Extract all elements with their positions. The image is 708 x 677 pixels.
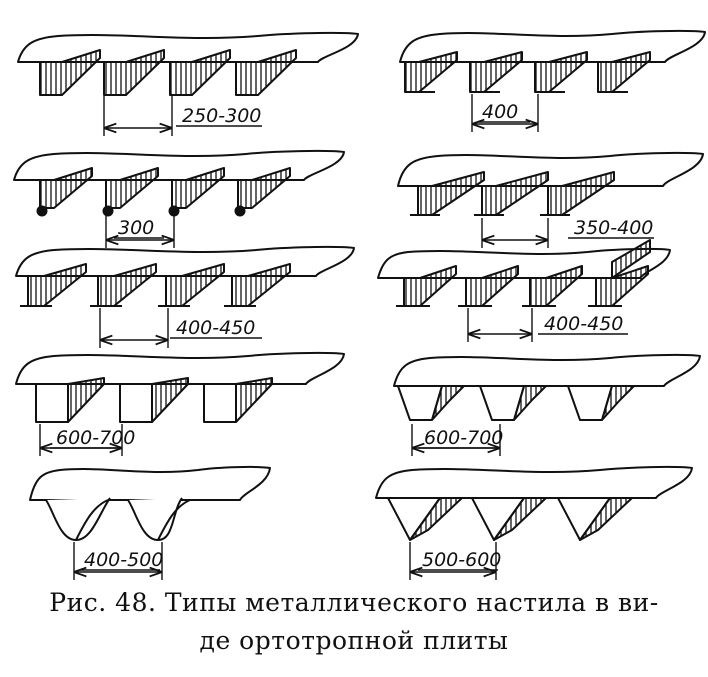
deck-panel-7: 600-700 — [15, 351, 345, 456]
rib-web — [103, 49, 165, 96]
deck-plate — [399, 29, 706, 63]
rib-web — [601, 385, 635, 421]
dimension-label: 600-700 — [424, 427, 503, 449]
dimension-label: 400-450 — [176, 317, 255, 339]
rib-web — [235, 49, 297, 96]
rib-web — [513, 385, 547, 421]
deck-panel-3: 300 — [13, 149, 345, 248]
rib-bulb — [234, 205, 246, 217]
rib-web — [235, 377, 273, 423]
rib-bulb — [102, 205, 114, 217]
deck-panel-8: 600-700 — [393, 353, 701, 456]
rib-bulb — [36, 205, 48, 217]
dimension-label: 500-600 — [422, 549, 501, 571]
dimension-label: 400-500 — [84, 549, 163, 571]
dimension-label: 400 — [482, 101, 518, 123]
dimension-label: 250-300 — [182, 105, 261, 127]
dimension-label: 350-400 — [574, 217, 653, 239]
rib-web — [151, 377, 189, 423]
deck-plate — [397, 151, 704, 187]
rib-web — [39, 49, 101, 96]
deck-panel-6: 400-450 — [377, 239, 671, 342]
figure-caption-line-2: де ортотропной плиты — [199, 626, 509, 655]
rib-web — [169, 49, 231, 96]
rib-web — [67, 377, 105, 423]
deck-panel-5: 400-450 — [15, 245, 355, 348]
figure-caption-line-1: Рис. 48. Типы металлического настила в в… — [49, 588, 659, 617]
rib-web — [579, 497, 633, 541]
deck-panel-2: 400 — [399, 29, 706, 132]
deck-panel-9: 400-500 — [29, 465, 271, 580]
dimension-label: 400-450 — [544, 313, 623, 335]
deck-plate — [17, 31, 359, 63]
deck-panel-10: 500-600 — [375, 465, 693, 580]
rib-trapezoid — [35, 384, 69, 423]
dimension-label: 600-700 — [56, 427, 135, 449]
deck-panel-4: 350-400 — [397, 151, 704, 248]
deck-plate — [15, 245, 355, 277]
deck-plate — [393, 353, 701, 387]
deck-panel-1: 250-300 — [17, 31, 359, 136]
rib-web — [409, 497, 463, 541]
rib-trapezoid — [119, 384, 153, 423]
rib-web — [431, 385, 465, 421]
rib-edge — [157, 499, 191, 541]
deck-edge-hatch — [611, 239, 651, 279]
deck-plate — [375, 465, 693, 499]
rib-web — [493, 497, 547, 541]
rib-edge — [75, 499, 109, 541]
deck-plate — [13, 149, 345, 181]
rib-u-trough — [127, 497, 183, 541]
deck-plate — [29, 465, 271, 501]
deck-plate — [15, 351, 345, 385]
dimension-label: 300 — [118, 217, 154, 239]
rib-trapezoid — [203, 384, 237, 423]
